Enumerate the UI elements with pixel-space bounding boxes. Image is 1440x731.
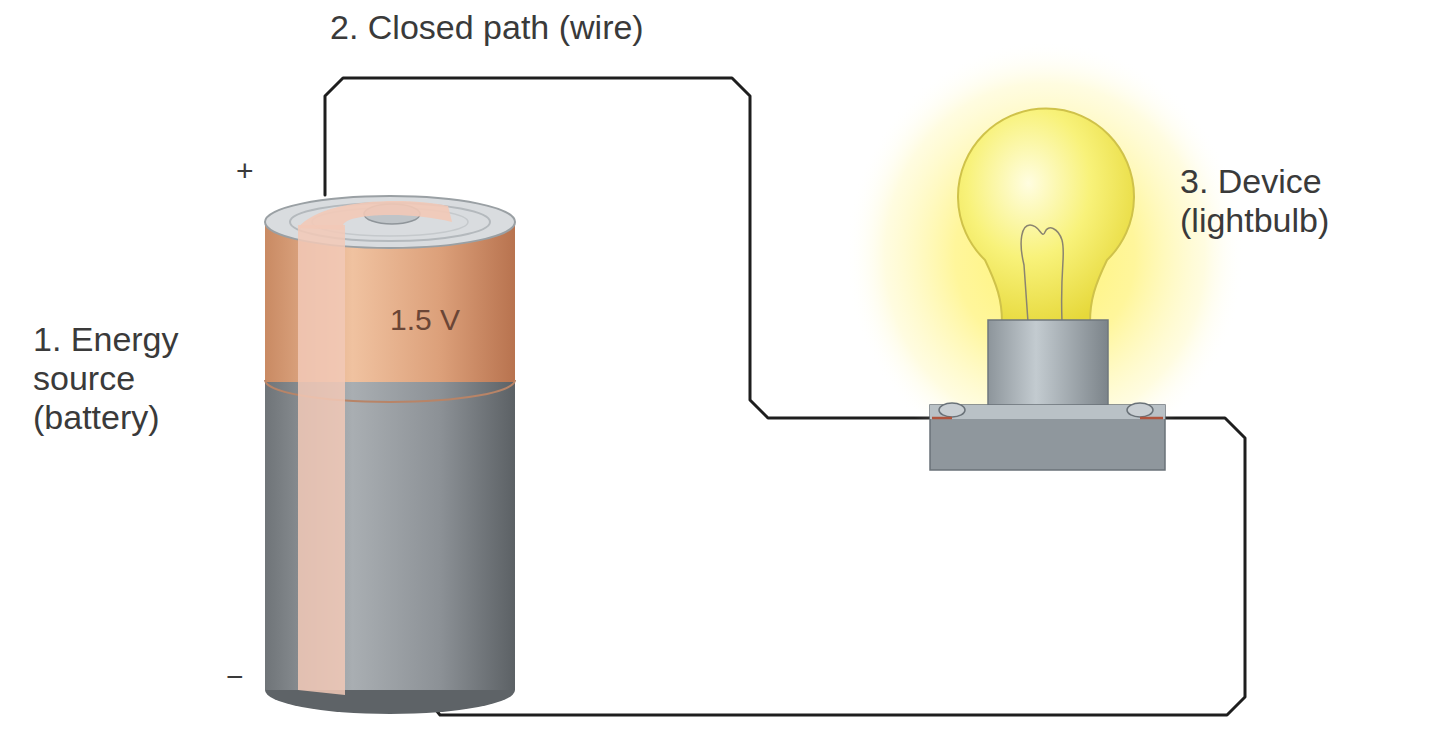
callout-label: 3. Device (lightbulb) [1180,162,1425,240]
bulb-glow [845,40,1245,470]
voltage-text: 1.5 V [355,303,495,338]
callout-label: 1. Energy source (battery) [33,320,251,437]
battery-node: 1. Energy source (battery)1.5 V [265,195,515,690]
lightbulb-drawing [930,109,1165,470]
lightbulb-node: 3. Device (lightbulb) [930,140,1165,470]
callout-label: 2. Closed path (wire) [330,8,644,47]
terminal-sign: + [236,154,254,189]
terminal-sign: − [226,660,244,695]
battery-drawing [265,196,515,714]
